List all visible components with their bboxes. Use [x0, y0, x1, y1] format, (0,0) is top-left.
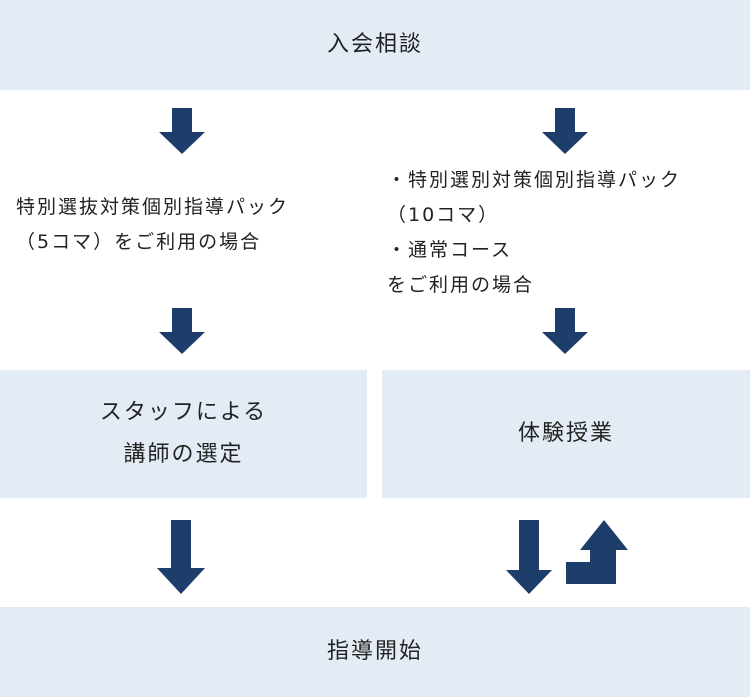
staff-selection-line: スタッフによる: [99, 400, 268, 425]
start-box: 指導開始: [0, 607, 750, 697]
down-arrow-icon: [506, 520, 552, 594]
trial-lesson-box: 体験授業: [382, 370, 750, 498]
consultation-box: 入会相談: [0, 0, 750, 90]
left-condition-line: 特別選抜対策個別指導パック: [16, 196, 290, 218]
down-arrow-icon: [159, 108, 205, 154]
staff-selection-box: スタッフによる 講師の選定: [0, 370, 367, 498]
down-arrow-icon: [157, 520, 205, 594]
right-condition-line: をご利用の場合: [387, 274, 535, 296]
right-condition-line: ・通常コース: [387, 239, 513, 261]
right-condition-line: ・特別選別対策個別指導パック: [387, 169, 682, 191]
staff-selection-line: 講師の選定: [123, 442, 244, 467]
down-arrow-icon: [542, 308, 588, 354]
down-arrow-icon: [159, 308, 205, 354]
return-arrow-icon: [566, 520, 628, 584]
left-condition-line: （5コマ）をご利用の場合: [16, 231, 262, 253]
start-label: 指導開始: [326, 639, 423, 664]
left-condition-text: 特別選抜対策個別指導パック （5コマ）をご利用の場合: [16, 190, 289, 260]
right-condition-line: （10コマ）: [387, 204, 500, 226]
staff-selection-label: スタッフによる 講師の選定: [100, 392, 267, 476]
consultation-label: 入会相談: [326, 32, 423, 57]
down-arrow-icon: [542, 108, 588, 154]
right-condition-text: ・特別選別対策個別指導パック （10コマ） ・通常コース をご利用の場合: [387, 163, 681, 303]
trial-lesson-label: 体験授業: [517, 421, 614, 446]
